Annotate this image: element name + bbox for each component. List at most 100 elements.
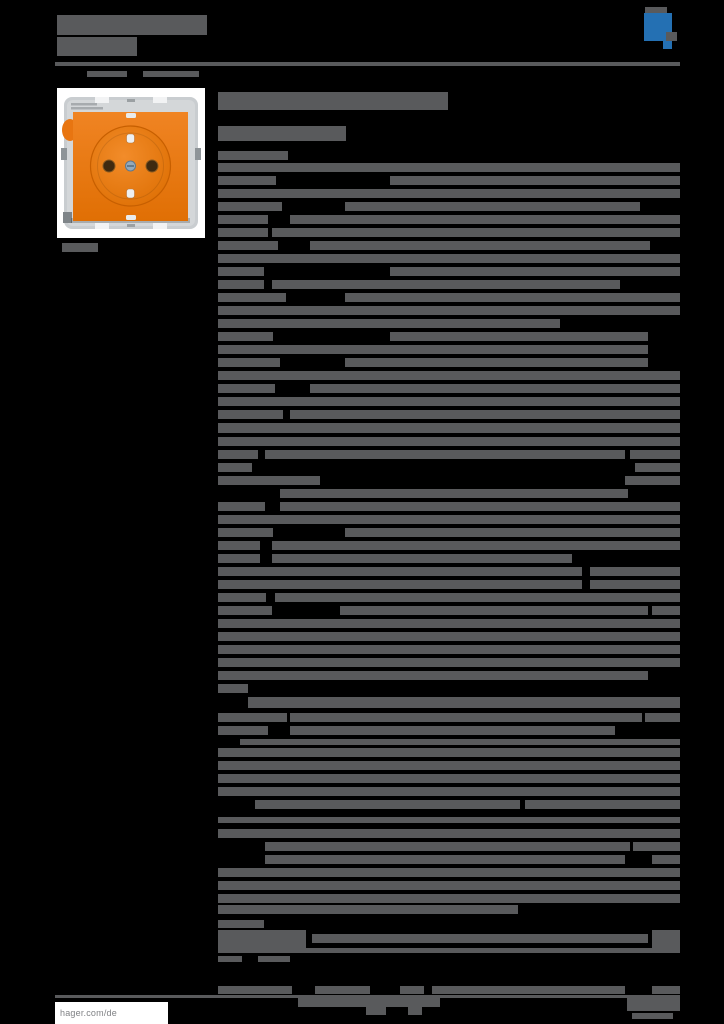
redacted-text-bar bbox=[315, 986, 370, 994]
redacted-text-bar bbox=[218, 176, 276, 185]
redacted-text-bar bbox=[218, 228, 268, 237]
redacted-text-bar bbox=[218, 306, 286, 315]
hager-logo bbox=[643, 7, 681, 51]
redacted-text-bar bbox=[55, 995, 680, 998]
redacted-text-bar bbox=[272, 345, 648, 354]
redacted-text-bar bbox=[272, 254, 680, 263]
redacted-text-bar bbox=[218, 437, 265, 446]
redacted-text-bar bbox=[272, 371, 680, 380]
redacted-text-bar bbox=[218, 332, 273, 341]
redacted-text-bar bbox=[310, 384, 680, 393]
redacted-text-bar bbox=[272, 319, 560, 328]
redacted-text-bar bbox=[590, 580, 680, 589]
redacted-text-bar bbox=[272, 189, 680, 198]
redacted-text-bar bbox=[87, 71, 127, 77]
redacted-text-bar bbox=[635, 463, 680, 472]
redacted-text-bar bbox=[645, 713, 680, 722]
redacted-text-bar bbox=[525, 800, 680, 809]
footer-website-label[interactable]: hager.com/de bbox=[60, 1008, 117, 1018]
logo-tail bbox=[663, 41, 672, 49]
redacted-text-bar bbox=[218, 397, 283, 406]
redacted-text-bar bbox=[290, 410, 680, 419]
redacted-text-bar bbox=[218, 580, 273, 589]
redacted-text-bar bbox=[265, 842, 630, 851]
redacted-text-bar bbox=[265, 450, 625, 459]
redacted-text-bar bbox=[272, 619, 680, 628]
redacted-text-bar bbox=[57, 15, 207, 35]
redacted-text-bar bbox=[345, 358, 648, 367]
redacted-text-bar bbox=[218, 632, 680, 641]
redacted-text-bar bbox=[218, 817, 680, 823]
redacted-text-bar bbox=[218, 423, 680, 433]
redacted-text-bar bbox=[218, 748, 680, 757]
redacted-text-bar bbox=[255, 800, 520, 809]
redacted-text-bar bbox=[218, 254, 278, 263]
redacted-text-bar bbox=[290, 215, 680, 224]
redacted-text-bar bbox=[218, 554, 260, 563]
redacted-text-bar bbox=[218, 502, 265, 511]
redacted-text-bar bbox=[390, 332, 648, 341]
redacted-text-bar bbox=[218, 528, 273, 537]
redacted-text-bar bbox=[218, 450, 258, 459]
redacted-text-bar bbox=[218, 358, 280, 367]
redacted-text-bar bbox=[290, 713, 642, 722]
redacted-text-bar bbox=[218, 126, 346, 141]
redacted-text-bar bbox=[218, 593, 266, 602]
redacted-text-bar bbox=[245, 829, 680, 838]
redacted-text-bar bbox=[218, 515, 273, 524]
redacted-text-bar bbox=[218, 463, 252, 472]
redacted-text-bar bbox=[280, 489, 628, 498]
redacted-text-bar bbox=[218, 658, 680, 667]
redacted-text-bar bbox=[218, 189, 282, 198]
redacted-text-bar bbox=[218, 645, 680, 654]
redacted-text-bar bbox=[275, 593, 680, 602]
redacted-text-bar bbox=[312, 934, 648, 943]
redacted-text-bar bbox=[143, 71, 199, 77]
redacted-text-bar bbox=[55, 62, 680, 66]
redacted-text-bar bbox=[400, 986, 424, 994]
redacted-text-bar bbox=[218, 92, 448, 110]
redacted-text-bar bbox=[218, 241, 278, 250]
redacted-text-bar bbox=[218, 280, 264, 289]
redacted-text-bar bbox=[218, 829, 265, 838]
redacted-text-bar bbox=[218, 619, 272, 628]
redacted-text-bar bbox=[218, 410, 283, 419]
redacted-text-bar bbox=[218, 293, 286, 302]
redacted-text-bar bbox=[390, 267, 680, 276]
redacted-text-bar bbox=[218, 986, 292, 994]
schuko-socket-illustration bbox=[57, 88, 205, 238]
redacted-text-bar bbox=[345, 202, 640, 211]
redacted-text-bar bbox=[258, 956, 290, 962]
redacted-text-bar bbox=[218, 671, 648, 680]
redacted-text-bar bbox=[366, 1007, 386, 1015]
logo-wordmark-redacted bbox=[645, 7, 667, 13]
footer-website-chip[interactable]: hager.com/de bbox=[55, 1002, 168, 1024]
logo-notch bbox=[666, 32, 677, 41]
redacted-text-bar bbox=[218, 868, 680, 877]
redacted-text-bar bbox=[218, 774, 680, 783]
redacted-text-bar bbox=[340, 606, 648, 615]
redacted-text-bar bbox=[590, 567, 680, 576]
redacted-text-bar bbox=[218, 920, 264, 928]
redacted-text-bar bbox=[298, 997, 440, 1007]
redacted-text-bar bbox=[627, 995, 680, 1011]
redacted-text-bar bbox=[218, 956, 242, 962]
redacted-text-bar bbox=[272, 580, 582, 589]
redacted-text-bar bbox=[218, 684, 248, 693]
redacted-text-bar bbox=[218, 541, 260, 550]
redacted-text-bar bbox=[218, 371, 275, 380]
redacted-text-bar bbox=[218, 567, 273, 576]
redacted-text-bar bbox=[218, 267, 264, 276]
redacted-text-bar bbox=[240, 739, 680, 745]
redacted-text-bar bbox=[272, 163, 680, 172]
redacted-text-bar bbox=[272, 228, 680, 237]
redacted-text-bar bbox=[57, 37, 137, 56]
redacted-text-bar bbox=[218, 384, 275, 393]
redacted-text-bar bbox=[625, 476, 680, 485]
redacted-text-bar bbox=[218, 787, 680, 796]
redacted-text-bar bbox=[652, 930, 680, 948]
redacted-text-bar bbox=[633, 842, 680, 851]
redacted-text-bar bbox=[265, 855, 625, 864]
redacted-text-bar bbox=[272, 280, 620, 289]
